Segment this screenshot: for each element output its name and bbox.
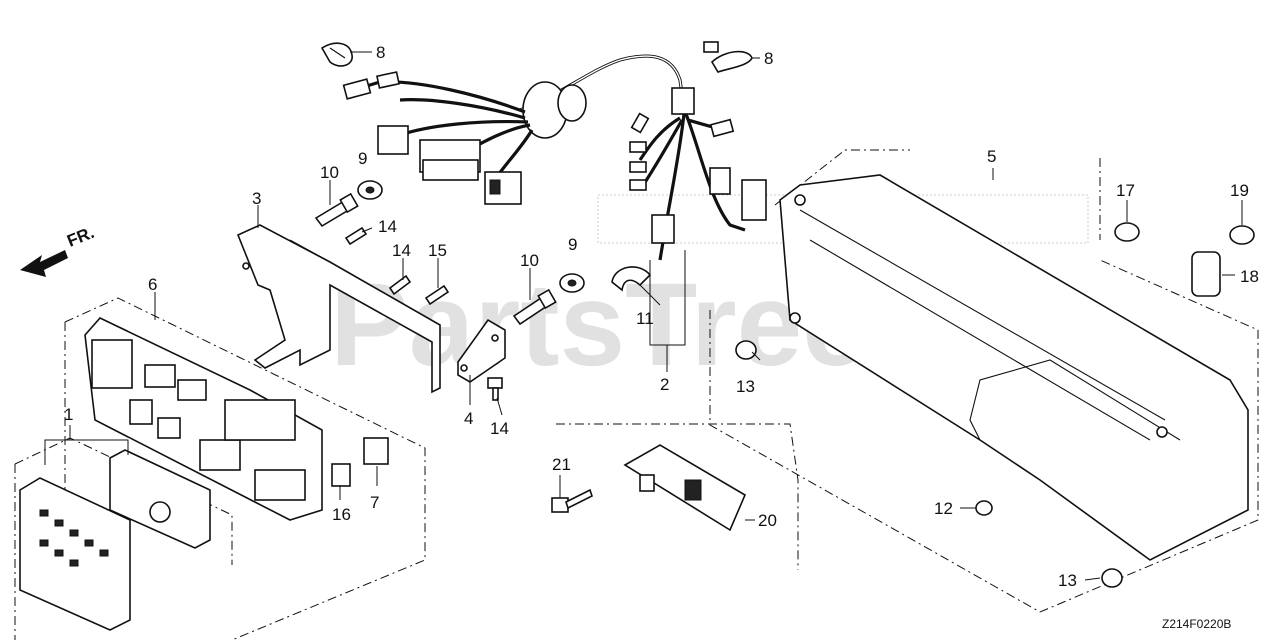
callout-9-lower: 9 (568, 235, 577, 254)
callout-1: 1 (64, 405, 73, 424)
callout-19: 19 (1230, 181, 1249, 200)
front-direction-label: FR. (64, 223, 97, 251)
callout-12: 12 (934, 499, 953, 518)
callout-18: 18 (1240, 267, 1259, 286)
screw-21 (551, 488, 593, 513)
group-outlines (14, 149, 1259, 640)
grommet-13-upper (735, 340, 757, 360)
callout-7: 7 (370, 493, 379, 512)
leader-lines (154, 51, 1243, 581)
callout-9-upper: 9 (358, 149, 367, 168)
callout-labels: 8 8 9 9 10 10 3 14 14 15 6 4 14 11 2 1 1… (64, 43, 1259, 590)
grommet-19 (1229, 225, 1255, 245)
callout-14-b: 14 (392, 241, 411, 260)
callout-10-upper: 10 (320, 163, 339, 182)
callout-16: 16 (332, 505, 351, 524)
callout-4: 4 (464, 409, 473, 428)
bolt-15 (424, 284, 450, 306)
inverter-board-20 (623, 444, 747, 532)
callout-13-lower: 13 (1058, 571, 1077, 590)
fuse-7 (363, 437, 389, 465)
callout-15: 15 (428, 241, 447, 260)
callout-21: 21 (552, 455, 571, 474)
callout-2: 2 (660, 375, 669, 394)
bolt-14-c (487, 377, 503, 401)
cover-18 (1191, 251, 1221, 297)
bolt-14-a (344, 226, 368, 246)
grommet-13-lower (1101, 568, 1123, 588)
callout-8-left: 8 (376, 43, 385, 62)
grommet-9-lower (559, 273, 585, 293)
switch-16 (331, 463, 351, 487)
bolt-14-b (388, 274, 412, 296)
callout-8-right: 8 (764, 49, 773, 68)
callout-13-upper: 13 (736, 377, 755, 396)
bracket-4 (457, 318, 506, 383)
callout-11: 11 (636, 309, 654, 328)
front-arrow-icon (20, 250, 68, 277)
control-panel-6 (84, 317, 323, 521)
callout-10-lower: 10 (520, 251, 539, 270)
bracket-3 (236, 224, 441, 394)
screw-10-lower (512, 288, 557, 326)
grommet-17 (1114, 222, 1140, 242)
wire-harness (342, 54, 767, 372)
cable-clip-8-left (320, 42, 353, 67)
grommet-9-upper (357, 180, 383, 200)
cable-clip-8-right (703, 41, 753, 73)
drawing-code: Z214F0220B (1162, 617, 1231, 631)
callout-17: 17 (1116, 181, 1135, 200)
callout-6: 6 (148, 275, 157, 294)
callout-3: 3 (252, 189, 261, 208)
nut-12 (975, 500, 993, 516)
callout-14-c: 14 (490, 419, 509, 438)
screw-10-upper (314, 192, 359, 228)
housing-5 (779, 174, 1249, 561)
callout-20: 20 (758, 511, 777, 530)
callout-5: 5 (987, 147, 996, 166)
front-direction-indicator: FR. (20, 223, 97, 277)
callout-14-a: 14 (378, 217, 397, 236)
panel-assembly-1 (19, 425, 211, 631)
